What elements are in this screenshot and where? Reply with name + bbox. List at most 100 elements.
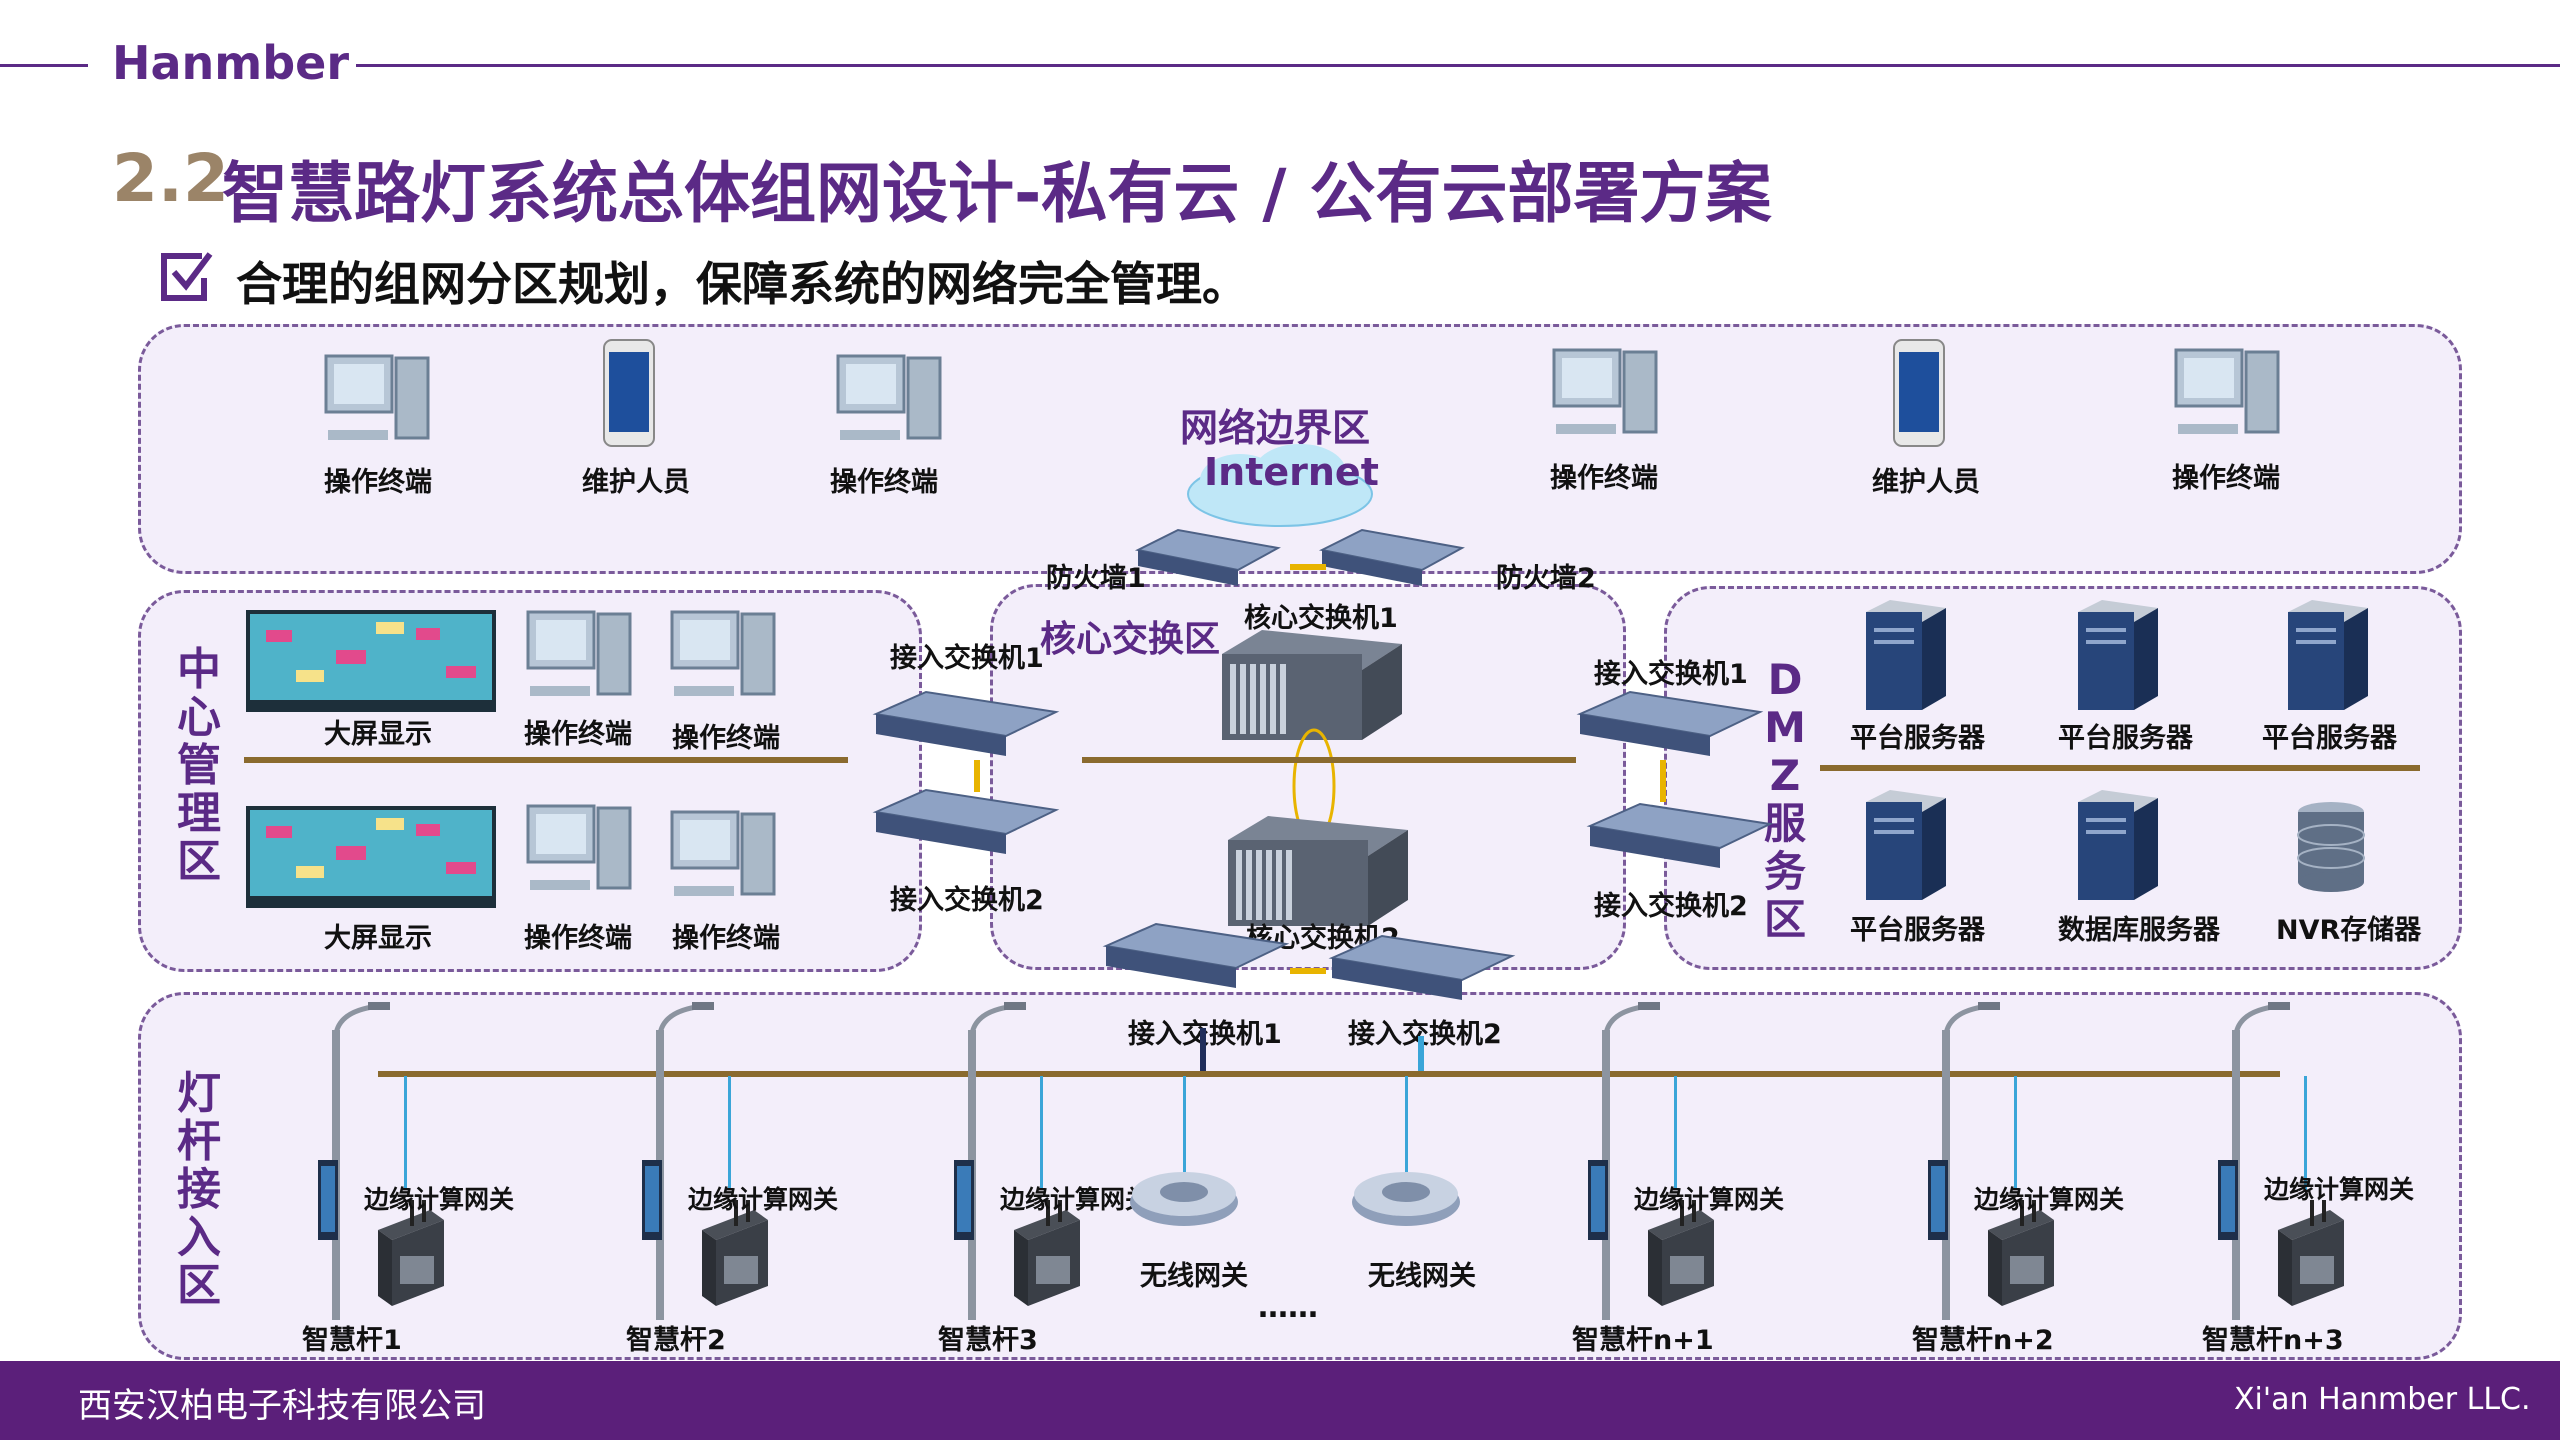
top-device-label: 操作终端 xyxy=(324,467,432,498)
access-link xyxy=(1290,968,1326,974)
wireless-gateway-label: 无线网关 xyxy=(1140,1261,1248,1292)
computer-icon xyxy=(1552,348,1658,434)
firewall-link xyxy=(1290,564,1326,570)
access-switch-label: 接入交换机2 xyxy=(1348,1019,1502,1050)
edge-gateway-icon xyxy=(1988,1200,2054,1306)
wireless-gateway-label: 无线网关 xyxy=(1368,1261,1476,1292)
top-device-label: 操作终端 xyxy=(1550,463,1658,494)
phone-icon xyxy=(603,339,655,447)
footer-bar xyxy=(0,1361,2560,1440)
edge-gateway-icon xyxy=(378,1200,444,1306)
pole-link xyxy=(1040,1076,1043,1190)
firewall-label: 防火墙2 xyxy=(1496,563,1596,594)
pole-link xyxy=(404,1076,407,1190)
edge-gateway-label: 边缘计算网关 xyxy=(688,1185,839,1214)
pole-link xyxy=(1674,1076,1677,1190)
access-switch-icon xyxy=(1576,690,1764,756)
edge-gateway-label: 边缘计算网关 xyxy=(2264,1175,2415,1204)
dmz-bus xyxy=(1820,765,2420,771)
cloud-icon xyxy=(1187,444,1373,527)
footer-company-en: Xi'an Hanmber LLC. xyxy=(2234,1382,2531,1417)
smart-pole-icon xyxy=(642,1002,714,1320)
computer-icon xyxy=(670,610,776,696)
brand-logo: Hanmber xyxy=(112,36,350,90)
smart-pole-label: 智慧杆n+1 xyxy=(1572,1325,1714,1356)
wireless-gateway-icon xyxy=(1352,1172,1460,1226)
page-title: 智慧路灯系统总体组网设计-私有云 / 公有云部署方案 xyxy=(222,155,1772,232)
access-switch-label: 接入交换机2 xyxy=(1594,891,1748,922)
smart-pole-icon xyxy=(1588,1002,1660,1320)
zone-center-title: 中心管理区 xyxy=(177,644,221,887)
wireless-link xyxy=(1183,1076,1186,1172)
uplink-line xyxy=(1200,1028,1206,1076)
access-switch-label: 接入交换机1 xyxy=(1594,659,1748,690)
top-device-label: 维护人员 xyxy=(582,467,690,498)
smart-pole-icon xyxy=(1928,1002,2000,1320)
core-switch-label: 核心交换机1 xyxy=(1244,603,1398,634)
pole-link xyxy=(2014,1076,2017,1190)
firewall-icon xyxy=(1318,528,1465,586)
uplink-line xyxy=(1418,1036,1424,1076)
smart-pole-label: 智慧杆1 xyxy=(302,1325,402,1356)
edge-gateway-label: 边缘计算网关 xyxy=(1974,1185,2125,1214)
center-device-label: 大屏显示 xyxy=(324,923,432,954)
dmz-device-label: 数据库服务器 xyxy=(2058,915,2220,946)
video-wall-icon xyxy=(246,806,496,908)
center-bus xyxy=(244,757,848,763)
dmz-device-label: 平台服务器 xyxy=(2058,723,2193,754)
internet-label: Internet xyxy=(1204,450,1379,494)
computer-icon xyxy=(836,354,942,440)
computer-icon xyxy=(526,610,632,696)
server-icon xyxy=(1866,790,1946,900)
smart-pole-label: 智慧杆n+2 xyxy=(1912,1325,2054,1356)
server-icon xyxy=(1866,600,1946,710)
top-device-label: 操作终端 xyxy=(2172,463,2280,494)
access-switch-icon xyxy=(872,788,1060,854)
wireless-link xyxy=(1405,1076,1408,1172)
access-switch-label: 接入交换机2 xyxy=(890,885,1044,916)
header-rule-right xyxy=(356,64,2560,67)
dmz-device-label: 平台服务器 xyxy=(1850,723,1985,754)
wireless-gateway-icon xyxy=(1130,1172,1238,1226)
edge-gateway-label: 边缘计算网关 xyxy=(364,1185,515,1214)
top-device-label: 操作终端 xyxy=(830,467,938,498)
edge-gateway-icon xyxy=(1648,1200,1714,1306)
smart-pole-icon xyxy=(954,1002,1026,1320)
computer-icon xyxy=(526,804,632,890)
top-device-label: 维护人员 xyxy=(1872,467,1980,498)
dmz-device-label: 平台服务器 xyxy=(2262,723,2397,754)
video-wall-icon xyxy=(246,610,496,712)
smart-pole-icon xyxy=(318,1002,390,1320)
server-icon xyxy=(2288,600,2368,710)
ellipsis: …… xyxy=(1258,1290,1318,1325)
footer-company-cn: 西安汉柏电子科技有限公司 xyxy=(78,1386,486,1426)
core-switch-icon xyxy=(1228,816,1408,926)
title-number: 2.2 xyxy=(112,140,229,217)
subtitle: 合理的组网分区规划，保障系统的网络完全管理。 xyxy=(236,257,1248,311)
access-link xyxy=(1660,760,1666,802)
access-switch-icon xyxy=(1586,802,1774,868)
access-switch-icon xyxy=(872,690,1060,756)
access-switch-label: 接入交换机1 xyxy=(890,643,1044,674)
center-device-label: 操作终端 xyxy=(524,719,632,750)
zone-pole-title: 灯杆接入区 xyxy=(177,1068,221,1311)
checkbox-icon xyxy=(161,252,213,301)
header-rule-left xyxy=(0,64,88,67)
edge-gateway-icon xyxy=(702,1200,768,1306)
center-device-label: 操作终端 xyxy=(672,723,780,754)
dmz-device-label: NVR存储器 xyxy=(2276,915,2422,946)
phone-icon xyxy=(1893,339,1945,447)
center-device-label: 操作终端 xyxy=(672,923,780,954)
smart-pole-icon xyxy=(2218,1002,2290,1320)
storage-icon xyxy=(2297,802,2365,892)
pole-link xyxy=(2304,1076,2307,1190)
core-switch-icon xyxy=(1222,630,1402,740)
smart-pole-label: 智慧杆2 xyxy=(626,1325,726,1356)
edge-gateway-icon xyxy=(2278,1200,2344,1306)
database-server-icon xyxy=(2078,790,2158,900)
access-switch-icon xyxy=(1102,922,1290,988)
access-switch-icon xyxy=(1328,934,1516,1000)
zone-core-title: 核心交换区 xyxy=(1040,619,1221,660)
firewall-label: 防火墙1 xyxy=(1046,563,1146,594)
computer-icon xyxy=(2174,348,2280,434)
